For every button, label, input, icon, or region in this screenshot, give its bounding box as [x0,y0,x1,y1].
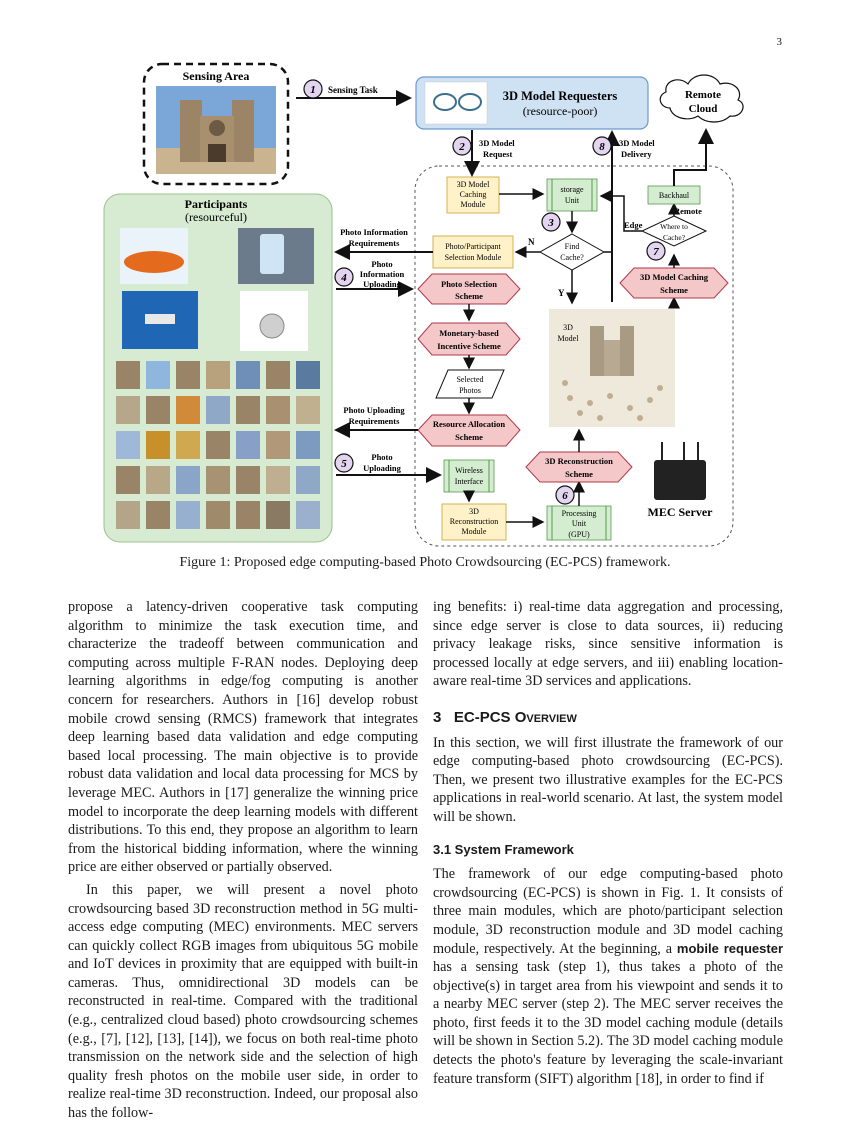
svg-text:Photos: Photos [459,386,481,395]
svg-text:Backhaul: Backhaul [659,191,690,200]
svg-text:Requirements: Requirements [349,416,401,426]
svg-text:Incentive Scheme: Incentive Scheme [437,341,501,351]
right-paragraph-1: ing benefits: i) real-time data aggregat… [433,599,783,690]
svg-text:Wireless: Wireless [455,466,483,475]
svg-text:3: 3 [547,217,554,229]
figure-caption: Figure 1: Proposed edge computing-based … [179,555,671,570]
svg-text:Scheme: Scheme [565,469,593,479]
svg-text:8: 8 [599,141,605,153]
remote-cloud: Remote Cloud [659,74,744,123]
svg-text:Uploading: Uploading [363,279,402,289]
svg-text:Unit: Unit [572,519,587,528]
svg-text:Delivery: Delivery [621,149,652,159]
drone-image [145,314,175,324]
left-paragraph-2: In this paper, we will present a novel p… [68,881,418,1122]
svg-text:(GPU): (GPU) [568,530,590,539]
svg-text:Selected: Selected [456,375,483,384]
right-paragraph-2: In this section, we will first illustrat… [433,734,783,825]
svg-text:MEC Server: MEC Server [648,505,714,519]
right-column: ing benefits: i) real-time data aggregat… [433,598,783,1088]
svg-text:3D: 3D [469,507,479,516]
framework-figure: Sensing Area 1 Sensing Task 3D Model Req… [100,58,770,553]
svg-text:Photo Information: Photo Information [340,227,408,237]
mec-server-icon [654,442,706,500]
sensing-area-title: Sensing Area [183,69,250,83]
svg-text:Uploading: Uploading [363,463,402,473]
section-title: EC-PCS Overview [453,708,577,726]
svg-text:Photo/Participant: Photo/Participant [445,242,501,251]
sensing-area: Sensing Area [142,62,290,186]
svg-text:Y: Y [558,288,565,298]
sensing-task-label: Sensing Task [328,85,378,95]
svg-text:Photo: Photo [371,452,392,462]
participants-panel: Participants (resourceful) [103,193,333,543]
svg-text:Scheme: Scheme [455,432,483,442]
svg-text:3D Model: 3D Model [479,138,515,148]
svg-text:Scheme: Scheme [455,291,483,301]
svg-text:3D Reconstruction: 3D Reconstruction [545,456,613,466]
svg-text:Find: Find [565,242,580,251]
phone-image [260,234,284,274]
svg-text:Reconstruction: Reconstruction [450,517,498,526]
svg-text:6: 6 [562,490,568,502]
svg-text:Selection Module: Selection Module [445,253,502,262]
svg-text:Module: Module [462,527,487,536]
svg-text:3D Model Requesters: 3D Model Requesters [503,89,618,103]
glasses-icon [433,93,457,111]
cathedral-photo [156,86,276,174]
svg-text:Remote: Remote [674,206,702,216]
subsection-heading: 3.1 System Framework [433,841,574,857]
svg-text:3D: 3D [563,323,573,332]
svg-text:4: 4 [340,272,347,284]
svg-text:Remote: Remote [685,89,721,101]
svg-text:storage: storage [560,185,584,194]
svg-text:Scheme: Scheme [660,285,688,295]
svg-text:Edge: Edge [624,220,643,230]
model-image: 3D Model [549,309,675,427]
svg-text:Photo: Photo [371,259,392,269]
svg-text:(resourceful): (resourceful) [185,210,247,224]
svg-text:Caching: Caching [460,190,487,199]
svg-text:Module: Module [461,200,486,209]
left-paragraph-1: propose a latency-driven cooperative tas… [68,599,418,876]
svg-text:1: 1 [310,84,316,96]
svg-text:Monetary-based: Monetary-based [439,328,499,338]
svg-text:Request: Request [483,149,512,159]
section-heading: 3 EC-PCS Overview [433,709,783,728]
svg-text:Interface: Interface [455,477,484,486]
camera-image [259,313,285,339]
svg-text:3D Model: 3D Model [457,180,490,189]
section-number: 3 [433,708,442,726]
svg-text:Unit: Unit [565,196,580,205]
svg-text:Resource Allocation: Resource Allocation [433,419,506,429]
svg-text:Cloud: Cloud [689,103,718,115]
photo-grid [116,361,320,529]
svg-text:Photo Selection: Photo Selection [441,279,497,289]
svg-text:Information: Information [360,269,405,279]
right-paragraph-3: The framework of our edge computing-base… [433,866,783,1087]
svg-text:Cache?: Cache? [560,253,584,262]
svg-text:Where to: Where to [660,222,688,231]
svg-text:3D Model: 3D Model [619,138,655,148]
svg-text:Photo Uploading: Photo Uploading [343,405,405,415]
svg-text:N: N [528,237,535,247]
svg-text:Model: Model [558,334,580,343]
svg-text:7: 7 [653,246,659,258]
model-requesters: 3D Model Requesters (resource-poor) [415,76,649,130]
svg-text:5: 5 [341,458,347,470]
svg-text:3D Model Caching: 3D Model Caching [640,272,709,282]
page-number: 3 [776,36,783,48]
svg-text:(resource-poor): (resource-poor) [523,104,598,118]
svg-text:Requirements: Requirements [349,238,401,248]
mobile-requester-term: mobile requester [676,940,783,956]
svg-text:Cache?: Cache? [663,233,686,242]
left-column: propose a latency-driven cooperative tas… [68,598,418,1123]
svg-text:Participants: Participants [185,197,248,211]
svg-text:2: 2 [458,141,465,153]
svg-text:Processing: Processing [562,509,597,518]
car-image [124,251,184,273]
